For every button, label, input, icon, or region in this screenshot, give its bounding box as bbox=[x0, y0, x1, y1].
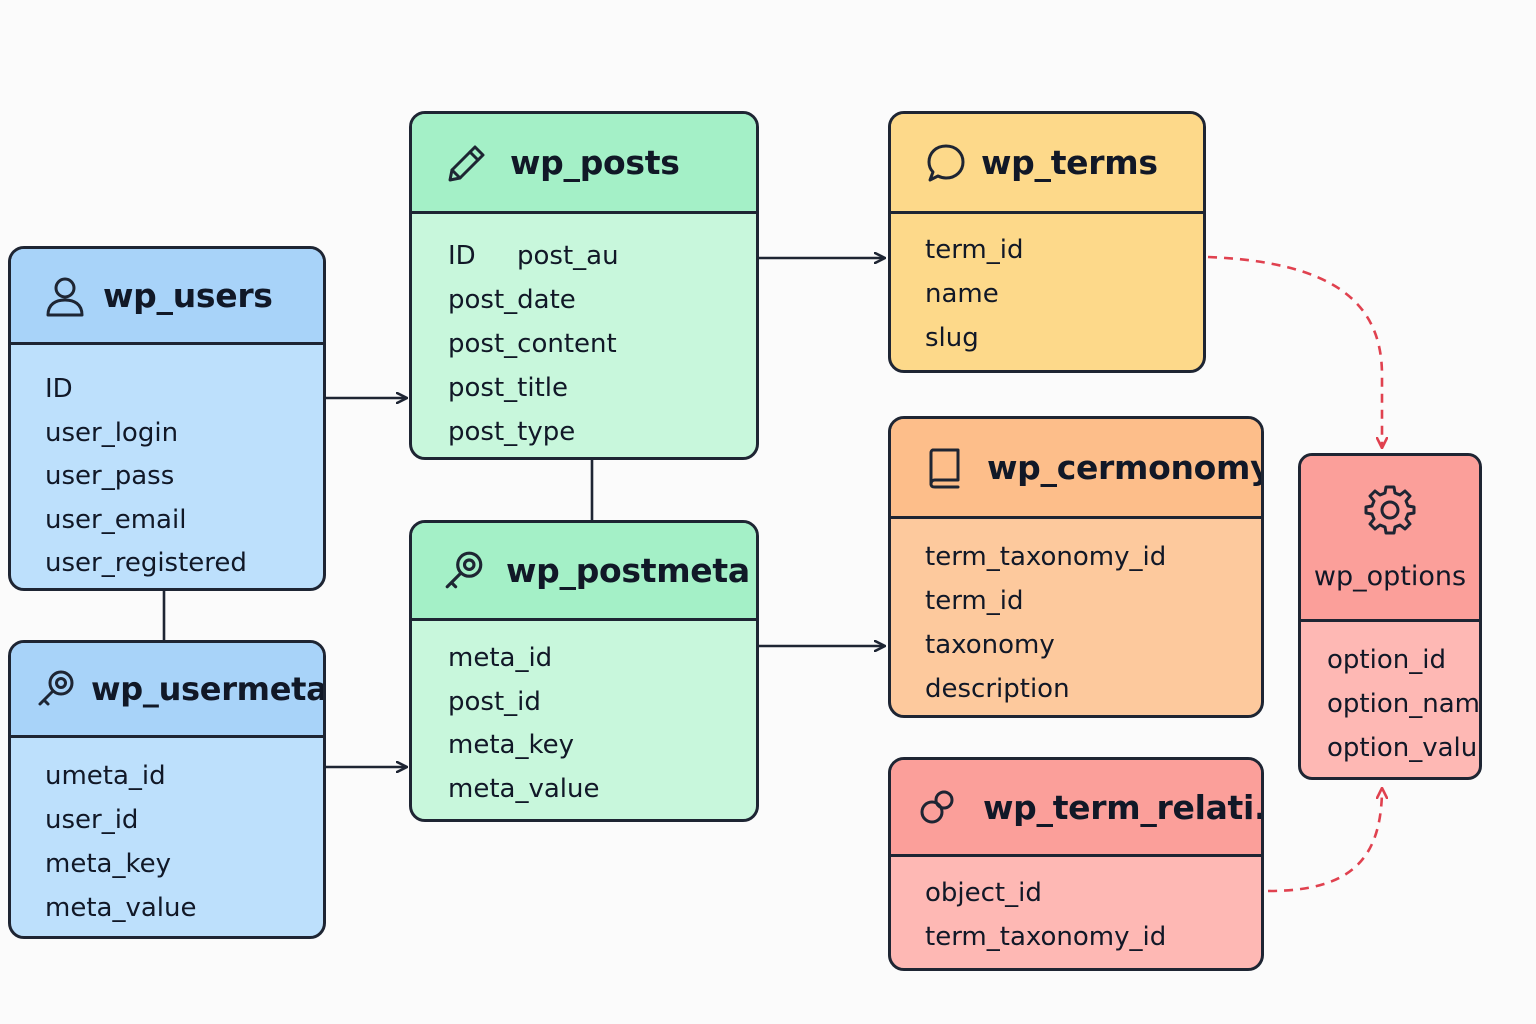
table-wp-postmeta[interactable]: wp_postmeta meta_id post_id meta_key met… bbox=[409, 520, 759, 822]
field-row: user_id bbox=[45, 805, 139, 835]
field-row: object_id bbox=[925, 878, 1042, 908]
field-row: post_type bbox=[448, 417, 576, 447]
field-row: post_content bbox=[448, 329, 617, 359]
field-list: ID user_login user_pass user_email user_… bbox=[11, 345, 323, 586]
table-wp-usermeta[interactable]: wp_usermeta umeta_id user_id meta_key me… bbox=[8, 640, 326, 939]
field-row: slug bbox=[925, 323, 979, 353]
field-row: meta_value bbox=[45, 893, 197, 923]
book-icon bbox=[925, 446, 965, 490]
table-header: wp_users bbox=[11, 249, 323, 345]
field-list: option_id option_nam option_valu bbox=[1301, 622, 1479, 770]
field-row: ID post_au bbox=[448, 241, 619, 271]
field-row: meta_value bbox=[448, 773, 600, 804]
field-row: post_title bbox=[448, 373, 568, 403]
table-title: wp_usermeta bbox=[91, 670, 326, 708]
table-header: wp_terms bbox=[891, 114, 1203, 214]
field-list: umeta_id user_id meta_key meta_value bbox=[11, 738, 323, 930]
table-title: wp_users bbox=[103, 276, 273, 315]
table-title: wp_cermonomy bbox=[987, 448, 1264, 487]
field-row: taxonomy bbox=[925, 630, 1055, 660]
table-header: wp_posts bbox=[412, 114, 756, 214]
field-row: user_registered bbox=[45, 548, 247, 578]
field-row: post_date bbox=[448, 285, 576, 315]
table-header: wp_usermeta bbox=[11, 643, 323, 738]
table-header: wp_options bbox=[1301, 456, 1479, 622]
magnifier-key-icon bbox=[442, 549, 486, 593]
table-wp-terms[interactable]: wp_terms term_id name slug bbox=[888, 111, 1206, 373]
user-icon bbox=[43, 274, 87, 318]
table-wp-posts[interactable]: wp_posts ID post_au post_date post_conte… bbox=[409, 111, 759, 460]
table-title: wp_postmeta bbox=[506, 551, 750, 590]
linked-circles-icon bbox=[919, 787, 959, 827]
field-row: term_id bbox=[925, 586, 1024, 616]
table-wp-users[interactable]: wp_users ID user_login user_pass user_em… bbox=[8, 246, 326, 591]
field-row: option_id bbox=[1327, 645, 1446, 675]
table-header: wp_term_relati... bbox=[891, 760, 1261, 857]
gear-icon bbox=[1364, 483, 1416, 535]
table-header: wp_postmeta bbox=[412, 523, 756, 621]
field-row: user_login bbox=[45, 417, 179, 448]
field-row: term_taxonomy_id bbox=[925, 542, 1167, 572]
field-row: option_nam bbox=[1327, 689, 1480, 719]
magnifier-key-icon bbox=[35, 668, 77, 710]
table-wp-options[interactable]: wp_options option_id option_nam option_v… bbox=[1298, 453, 1482, 780]
field-list: ID post_au post_date post_content post_t… bbox=[412, 214, 756, 454]
field-row: meta_key bbox=[45, 849, 171, 879]
field-row: meta_key bbox=[448, 730, 574, 760]
field-row: user_pass bbox=[45, 461, 175, 491]
connector-terms-to-options bbox=[1207, 255, 1382, 448]
field-row: post_id bbox=[448, 686, 541, 717]
field-row: name bbox=[925, 279, 999, 309]
table-wp-term-relationships[interactable]: wp_term_relati... object_id term_taxonom… bbox=[888, 757, 1264, 971]
table-title: wp_posts bbox=[510, 143, 680, 182]
table-header: wp_cermonomy bbox=[891, 419, 1261, 519]
connector-relations-to-options bbox=[1267, 788, 1382, 893]
field-row: meta_id bbox=[448, 643, 553, 673]
field-row: option_valu bbox=[1327, 733, 1478, 763]
table-title: wp_options bbox=[1313, 561, 1467, 592]
field-list: term_id name slug bbox=[891, 214, 1203, 360]
table-title: wp_terms bbox=[981, 143, 1158, 182]
field-row: ID bbox=[45, 374, 73, 404]
field-row: description bbox=[925, 674, 1070, 704]
table-wp-term-taxonomy[interactable]: wp_cermonomy term_taxonomy_id term_id ta… bbox=[888, 416, 1264, 718]
field-list: term_taxonomy_id term_id taxonomy descri… bbox=[891, 519, 1261, 711]
field-row: term_id bbox=[925, 235, 1024, 265]
field-row: term_taxonomy_id bbox=[925, 922, 1167, 952]
field-row: user_email bbox=[45, 504, 187, 535]
speech-bubble-icon bbox=[925, 142, 967, 184]
field-list: object_id term_taxonomy_id bbox=[891, 857, 1261, 959]
field-row: umeta_id bbox=[45, 761, 166, 791]
pencil-icon bbox=[444, 140, 490, 186]
table-title: wp_term_relati... bbox=[983, 787, 1264, 827]
field-list: meta_id post_id meta_key meta_value bbox=[412, 621, 756, 811]
